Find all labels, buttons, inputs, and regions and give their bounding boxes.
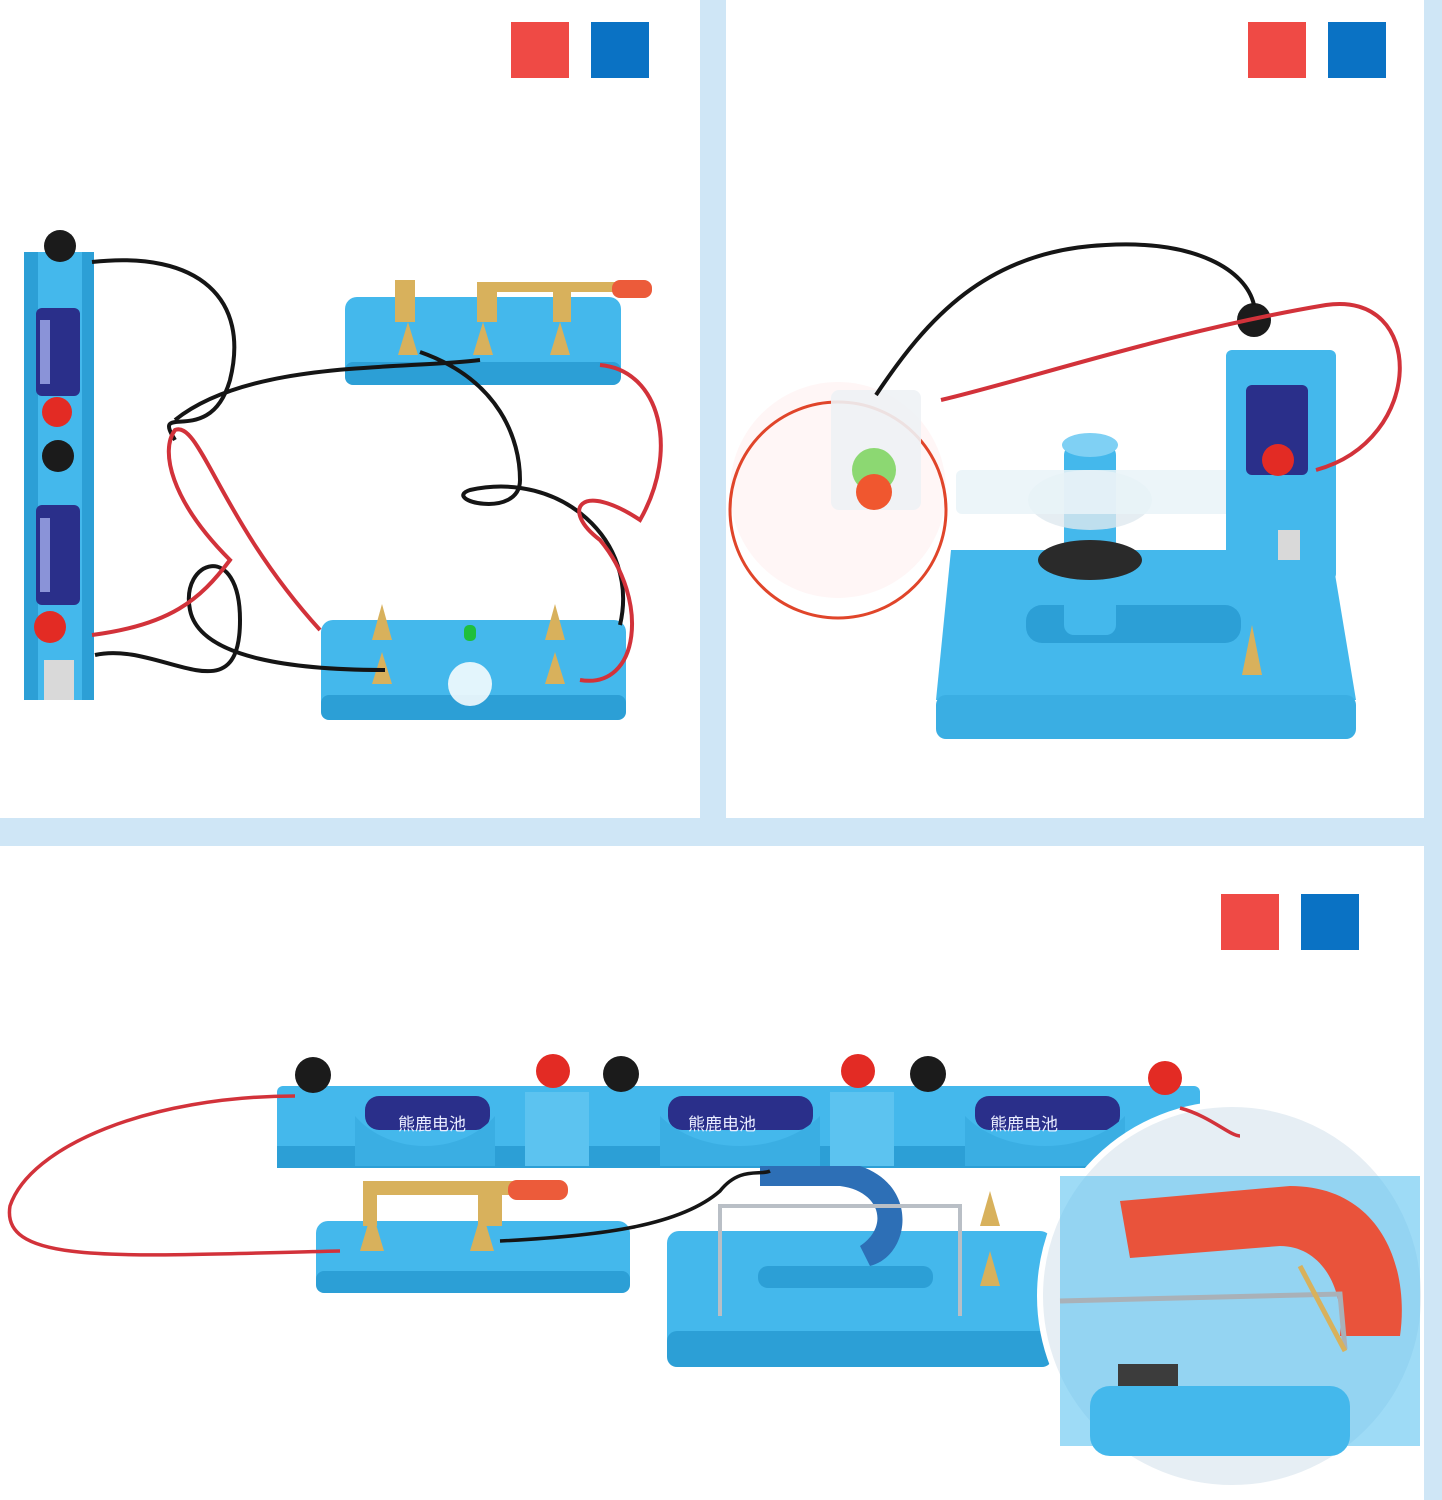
fan-motor-illustration [728, 242, 1402, 739]
led-circuit-illustration [24, 230, 663, 720]
terminal-black [603, 1056, 639, 1092]
switch-lever [363, 1181, 513, 1195]
panel-led-circuit [0, 0, 700, 818]
terminal-red [841, 1054, 875, 1088]
swing-frame [718, 1204, 962, 1316]
color-swatch-red[interactable] [1221, 894, 1279, 950]
magnet-swing-base [667, 1166, 1052, 1367]
led-bulb [464, 625, 476, 641]
battery-cell [668, 1096, 813, 1130]
magnified-inset [1037, 1101, 1424, 1491]
battery-label: 熊鹿电池 [688, 1115, 756, 1135]
terminal-red [34, 611, 66, 643]
fan-hub [856, 474, 892, 510]
terminal-red [1148, 1061, 1182, 1095]
battery-holder-double [24, 252, 94, 700]
knife-switch-board [345, 280, 652, 385]
battery-cell [1246, 385, 1308, 475]
battery-label: 熊鹿电池 [398, 1115, 466, 1135]
switch-lever [487, 282, 617, 292]
panel-fan-motor [726, 0, 1424, 818]
switch-handle [508, 1180, 568, 1200]
horseshoe-magnet-closeup [1120, 1186, 1402, 1336]
color-swatch-blue[interactable] [1328, 22, 1386, 78]
terminal-black [42, 440, 74, 472]
brass-terminal [1242, 625, 1262, 675]
battery-label: 熊鹿电池 [990, 1115, 1058, 1135]
color-swatch-blue[interactable] [1301, 894, 1359, 950]
terminal-red [536, 1054, 570, 1088]
terminal-red [42, 397, 72, 427]
switch-handle [612, 280, 652, 298]
knife-switch-board [316, 1180, 630, 1293]
color-swatch-red[interactable] [1248, 22, 1306, 78]
terminal-black [44, 230, 76, 262]
battery-cell [365, 1096, 490, 1130]
magnet-swing-illustration: 熊鹿电池 熊鹿电池 熊鹿电池 [7, 1054, 1424, 1491]
color-swatch-blue[interactable] [591, 22, 649, 78]
terminal-black [295, 1057, 331, 1093]
panel-magnet-swing: 熊鹿电池 熊鹿电池 熊鹿电池 [0, 846, 1424, 1500]
led-board [321, 604, 626, 720]
terminal-black [910, 1056, 946, 1092]
horseshoe-magnet [760, 1166, 903, 1266]
color-swatch-red[interactable] [511, 22, 569, 78]
ring-magnet [1038, 540, 1142, 580]
battery-cell [975, 1096, 1120, 1130]
terminal-red [1262, 444, 1294, 476]
battery-holder-triple [277, 1086, 1200, 1168]
